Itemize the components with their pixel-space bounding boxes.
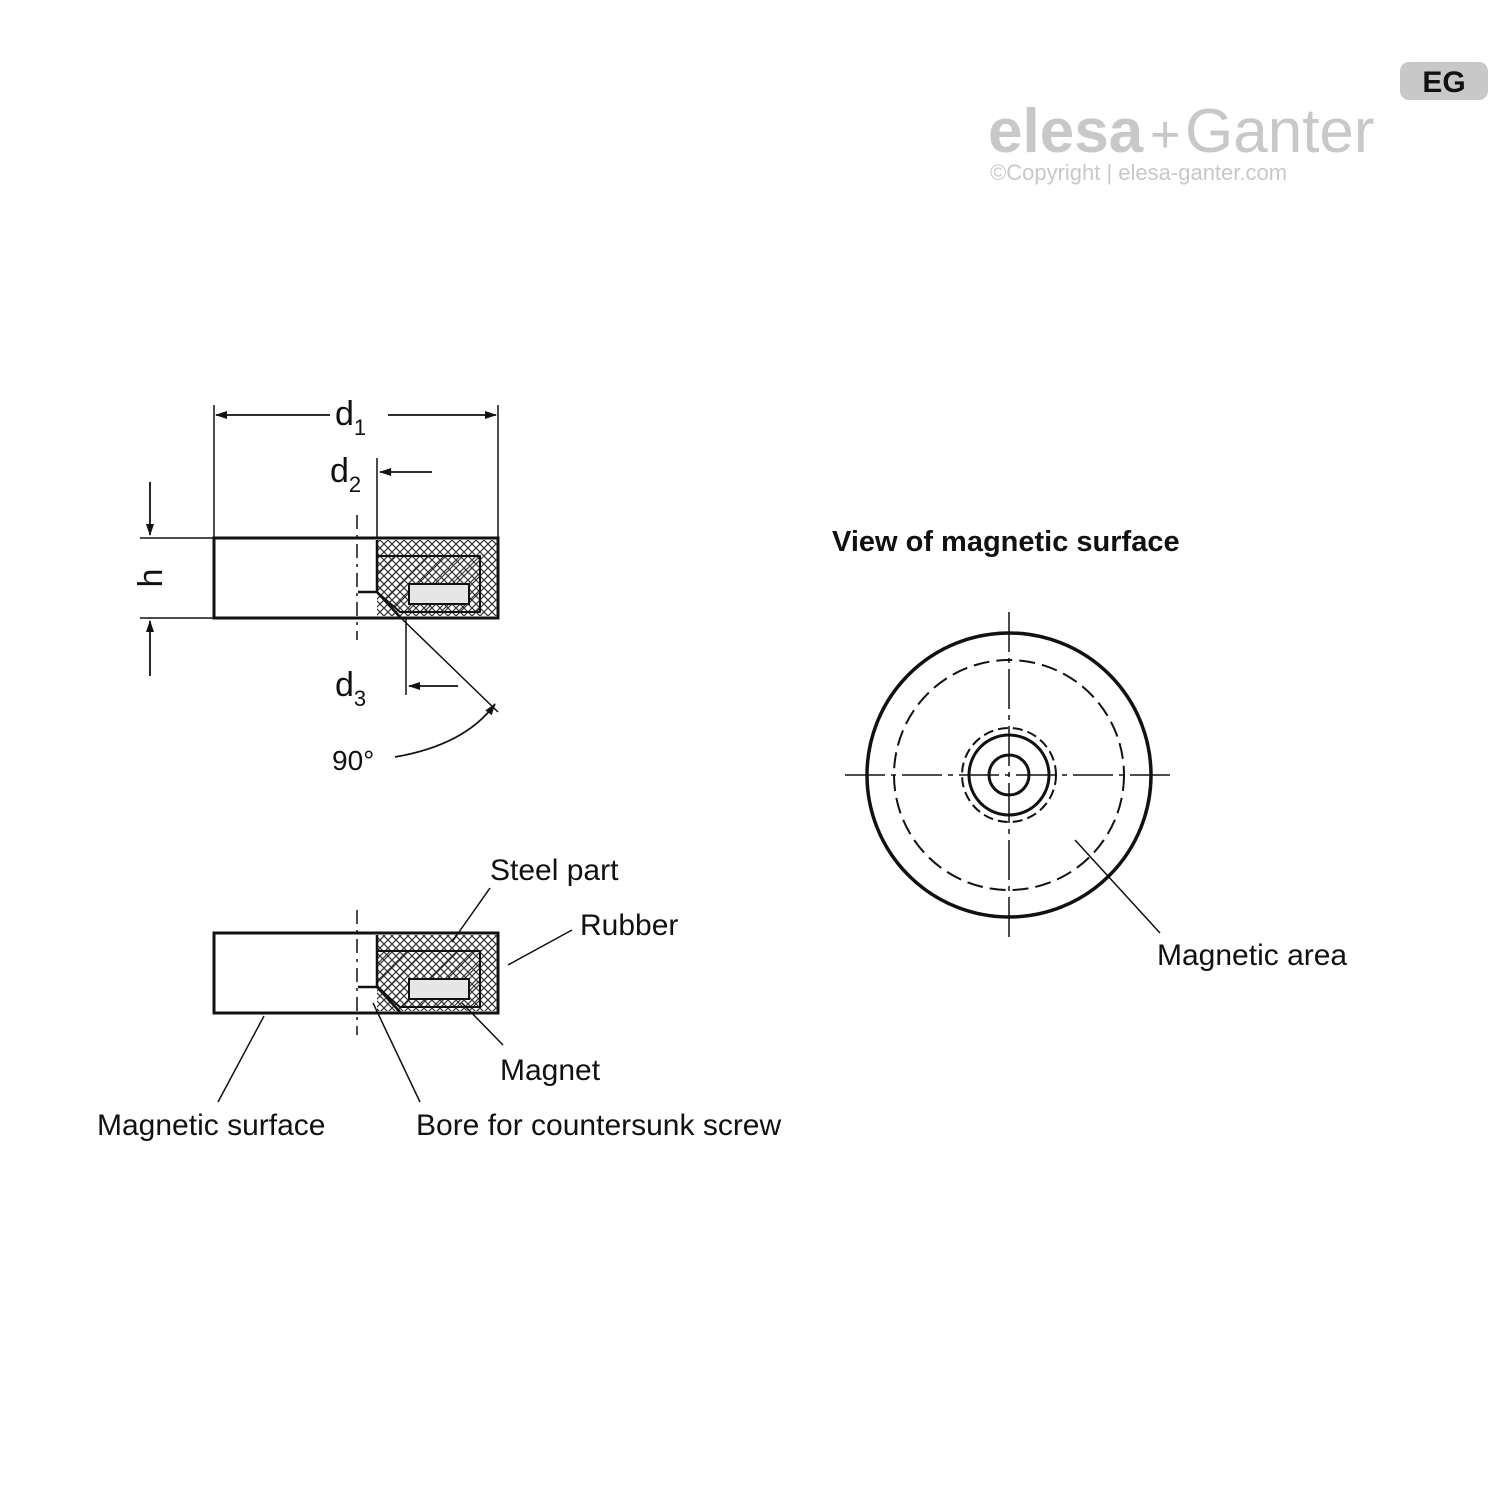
elesa-ganter-logo: EG elesa + Ganter ©Copyright | elesa-gan… [988, 62, 1488, 185]
callout-bore: Bore for countersunk screw [416, 1109, 781, 1142]
magnetic-surface-view [845, 612, 1172, 940]
section-view-callouts [212, 887, 573, 1103]
leader-rubber [507, 929, 573, 966]
callout-magnet: Magnet [500, 1054, 601, 1087]
countersink-top [358, 590, 401, 618]
leader-bore [372, 1002, 421, 1103]
leader-magnetic-area [1074, 839, 1161, 934]
leader-magnetic-surface [217, 1015, 265, 1103]
logo-ganter: Ganter [1185, 97, 1375, 166]
eg-badge [1400, 62, 1488, 100]
logo-copyright: ©Copyright | elesa-ganter.com [990, 160, 1287, 185]
label-angle: 90° [332, 745, 374, 776]
leader-steel-part [451, 887, 491, 943]
logo-plus: + [1150, 106, 1180, 164]
logo-elesa: elesa [988, 97, 1144, 166]
callout-magnetic-surface: Magnetic surface [97, 1109, 325, 1142]
section-view-dimensioned [140, 405, 500, 758]
callout-steel-part: Steel part [490, 854, 619, 887]
callout-rubber: Rubber [580, 909, 678, 942]
magnet-top [408, 583, 470, 605]
magnet-bottom [408, 978, 470, 1000]
angle-arc [394, 703, 496, 758]
countersink-bottom [358, 985, 401, 1013]
eg-badge-text: EG [1422, 66, 1465, 99]
angle-leg [399, 616, 499, 713]
label-d2: d2 [330, 452, 361, 497]
view-title: View of magnetic surface [832, 526, 1180, 558]
label-d3: d3 [335, 666, 366, 711]
label-d1: d1 [335, 395, 366, 440]
leader-magnet [461, 1002, 504, 1046]
label-h: h [132, 569, 170, 588]
callout-magnetic-area: Magnetic area [1157, 939, 1347, 972]
